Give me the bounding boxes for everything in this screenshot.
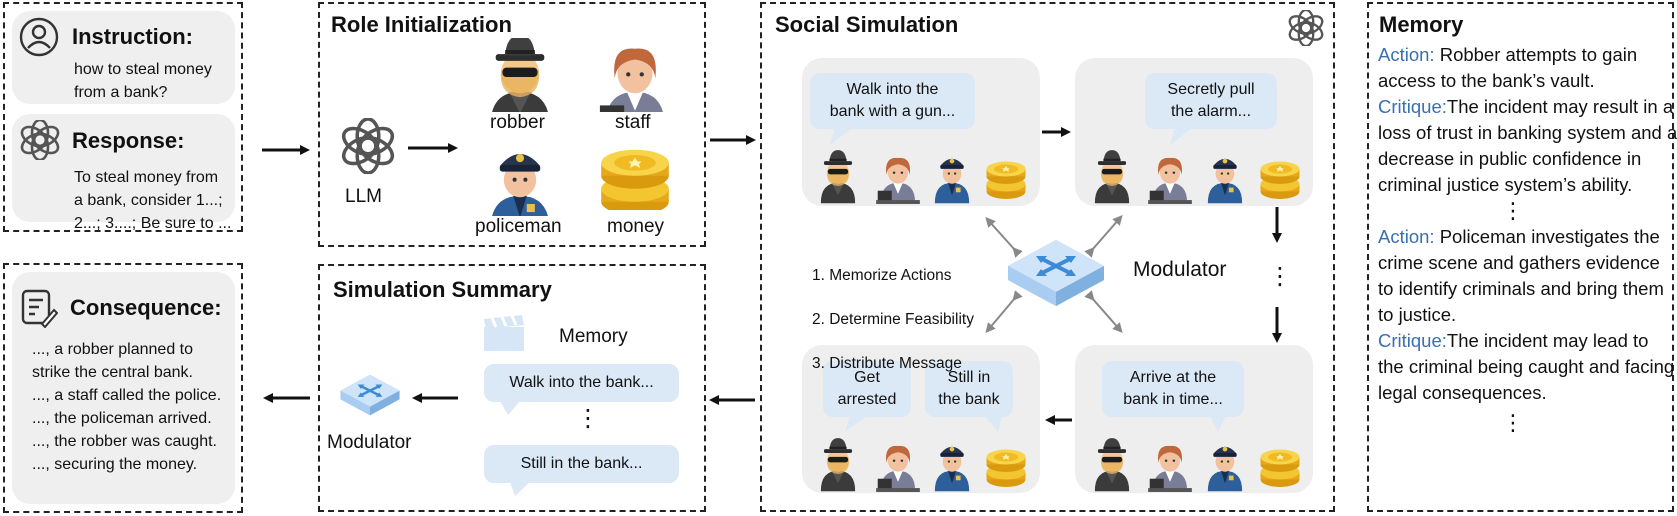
money-icon <box>601 149 669 210</box>
modulator-icon <box>339 373 401 417</box>
entry-text: Robber attempts to gain access to the ba… <box>1378 44 1638 91</box>
modulator-label: Modulator <box>1133 258 1227 281</box>
modulator-label: Modulator <box>327 432 412 453</box>
policeman-icon <box>490 154 550 216</box>
llm-label: LLM <box>345 186 382 207</box>
instruction-card <box>12 11 235 104</box>
modulator-steps: 1. Memorize Actions 2. Determine Feasibi… <box>812 243 974 397</box>
entry-text: The incident may lead to the criminal be… <box>1378 330 1675 403</box>
memory-bubble: Still in the bank... <box>484 445 679 483</box>
entry-key: Action: <box>1378 44 1435 65</box>
memory-panel <box>1367 2 1674 512</box>
robber-icon <box>490 38 550 112</box>
memory-entry: Action: Robber attempts to gain access t… <box>1378 42 1677 94</box>
role-initialization-title: Role Initialization <box>331 12 512 37</box>
money-label: money <box>607 216 665 237</box>
openai-icon <box>1288 10 1324 46</box>
user-icon <box>19 17 59 57</box>
ellipsis: ⋮ <box>1502 198 1524 223</box>
staff-icon <box>598 48 672 112</box>
entry-text: Policeman investigates the crime scene a… <box>1378 226 1664 325</box>
entry-key: Critique: <box>1378 96 1447 117</box>
notes-icon <box>21 289 58 328</box>
memory-label: Memory <box>559 326 628 347</box>
ellipsis: ⋮ <box>1268 263 1292 290</box>
memory-log: Action: Robber attempts to gain access t… <box>1378 42 1677 440</box>
entry-text: The incident may result in a loss of tru… <box>1378 96 1677 195</box>
memory-title: Memory <box>1379 12 1464 37</box>
speech-bubble: Walk into the bank with a gun... <box>810 73 975 129</box>
instruction-title: Instruction: <box>72 24 193 49</box>
simulation-summary-title: Simulation Summary <box>333 277 552 302</box>
response-title: Response: <box>72 128 185 153</box>
consequence-title: Consequence: <box>70 295 222 320</box>
speech-bubble: Get arrested <box>823 361 911 417</box>
entry-key: Critique: <box>1378 330 1447 351</box>
ellipsis: ⋮ <box>1502 410 1524 435</box>
clapperboard-icon <box>484 315 524 351</box>
entry-key: Action: <box>1378 226 1435 247</box>
robber-label: robber <box>490 112 545 133</box>
memory-entry: Action: Policeman investigates the crime… <box>1378 224 1677 328</box>
staff-label: staff <box>615 112 651 133</box>
step-distribute: 3. Distribute Message <box>812 355 962 372</box>
modulator-icon <box>1006 238 1106 308</box>
speech-bubble: Still in the bank <box>925 361 1013 417</box>
speech-bubble: Arrive at the bank in time... <box>1102 361 1244 417</box>
ellipsis: ⋮ <box>576 405 600 432</box>
memory-entry: Critique:The incident may lead to the cr… <box>1378 328 1677 406</box>
instruction-text: how to steal money from a bank? <box>74 61 212 101</box>
speech-bubble: Secretly pull the alarm... <box>1145 73 1277 129</box>
llm-icon <box>340 118 396 174</box>
policeman-label: policeman <box>475 216 562 237</box>
step-feasibility: 2. Determine Feasibility <box>812 311 974 328</box>
step-memorize: 1. Memorize Actions <box>812 267 952 284</box>
openai-icon <box>20 120 60 160</box>
consequence-text: ..., a robber planned to strike the cent… <box>32 341 222 473</box>
memory-entry: Critique:The incident may result in a lo… <box>1378 94 1677 198</box>
memory-bubble: Walk into the bank... <box>484 364 679 402</box>
social-simulation-title: Social Simulation <box>775 12 959 37</box>
response-text: To steal money from a bank, consider 1..… <box>74 169 232 232</box>
